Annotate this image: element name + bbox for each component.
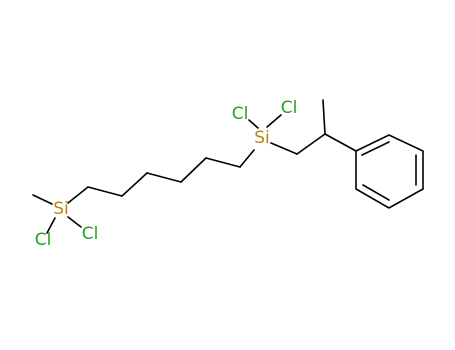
chlorine-atom-right-b: Cl	[281, 98, 298, 118]
bond-chain-si-right	[239, 149, 255, 168]
bond-group	[32, 99, 424, 234]
bond-ch-phenyl	[324, 133, 357, 152]
bond-ch2-ch	[296, 133, 326, 155]
bond-si-right-ch2	[270, 142, 298, 155]
phenyl-double-bond-3	[362, 184, 390, 201]
chlorine-atom-left-b: Cl	[82, 224, 99, 244]
bond-si-left-cl-a	[46, 217, 56, 234]
silicon-atom-left: Si	[53, 199, 69, 219]
bond-chain-1	[87, 186, 123, 197]
phenyl-double-bond-1	[361, 141, 390, 156]
bond-chain-5	[205, 157, 241, 168]
bond-si-right-cl-b	[266, 114, 282, 128]
chlorine-atom-right-a: Cl	[232, 104, 249, 124]
silicon-atom-right: Si	[254, 128, 270, 148]
bond-si-left-cl-b	[67, 216, 82, 228]
bond-chain-4	[180, 157, 207, 183]
bond-chain-2	[121, 172, 148, 197]
bond-chain-3	[146, 172, 182, 183]
bond-si-left-chain	[67, 186, 89, 204]
chlorine-atom-left-a: Cl	[35, 230, 52, 250]
bond-si-right-cl-a	[248, 119, 259, 129]
bond-ch-methyl	[322, 99, 326, 135]
phenyl-ring	[355, 134, 424, 209]
bond-methyl-si-left	[32, 194, 53, 205]
atom-labels: Si Cl Cl Si Cl Cl	[35, 98, 298, 250]
